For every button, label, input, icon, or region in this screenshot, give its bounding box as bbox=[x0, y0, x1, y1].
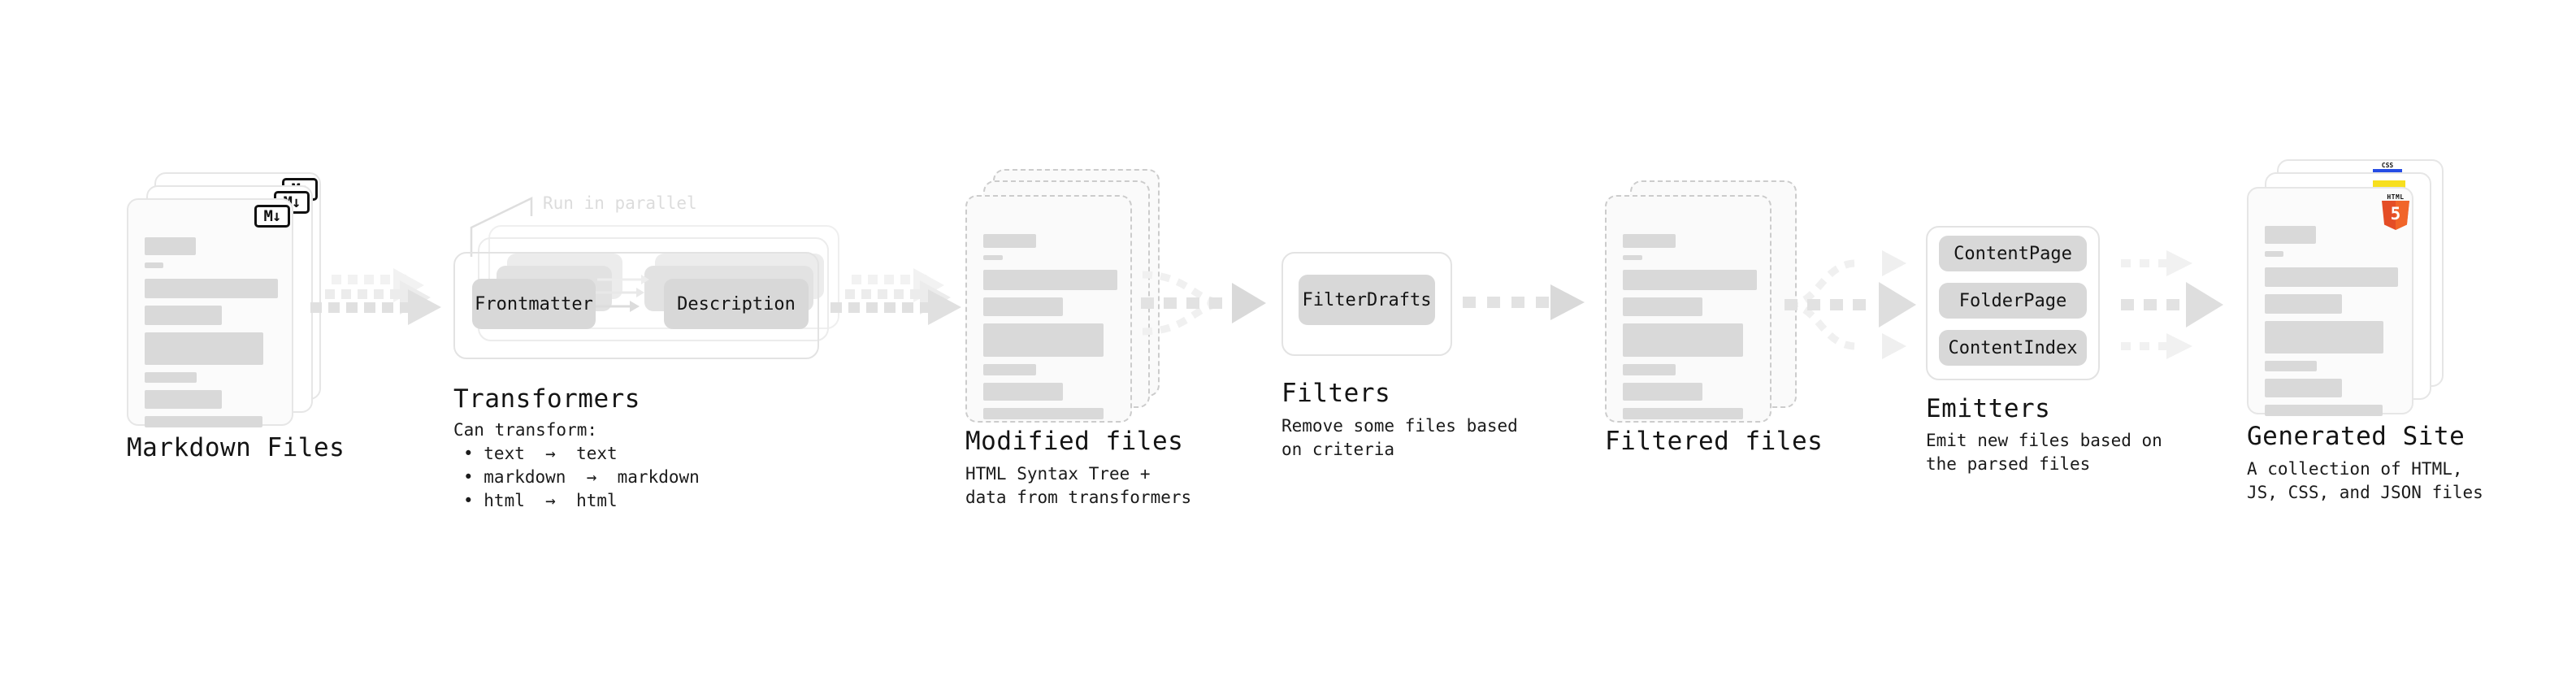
transformer-node-frontmatter[interactable]: Frontmatter bbox=[472, 279, 596, 329]
flow-arrow-modified-to-filters bbox=[1136, 265, 1290, 346]
emitter-node-contentpage-label: ContentPage bbox=[1954, 243, 2072, 264]
html5-icon-number: 5 bbox=[2390, 204, 2401, 223]
modified-skeleton bbox=[983, 234, 1117, 427]
transformers-bullet-1: • markdown → markdown bbox=[463, 467, 700, 487]
transformer-node-description-label: Description bbox=[677, 293, 796, 314]
modified-files-title: Modified files bbox=[965, 427, 1184, 456]
filter-node-filterdrafts[interactable]: FilterDrafts bbox=[1299, 275, 1435, 325]
css-icon-bar bbox=[2373, 169, 2402, 172]
emitter-node-contentindex[interactable]: ContentIndex bbox=[1939, 330, 2087, 366]
filtered-card-front bbox=[1605, 195, 1772, 423]
generated-site-skeleton bbox=[2265, 226, 2398, 423]
filtered-skeleton bbox=[1623, 234, 1757, 427]
markdown-card-front bbox=[127, 198, 293, 427]
filters-desc: Remove some files based on criteria bbox=[1281, 416, 1518, 459]
flow-arrow-emitters-to-site bbox=[2121, 236, 2267, 374]
emitters-title: Emitters bbox=[1926, 394, 2051, 423]
generated-site-title: Generated Site bbox=[2247, 422, 2465, 451]
emitter-node-folderpage-label: FolderPage bbox=[1958, 290, 2067, 311]
transformers-bullet-2: • html → html bbox=[463, 491, 618, 510]
transformer-node-description[interactable]: Description bbox=[664, 279, 809, 329]
css-icon: CSS bbox=[2371, 163, 2404, 174]
transformer-group-front bbox=[453, 252, 819, 359]
markdown-icon: M↓ bbox=[254, 205, 290, 228]
flow-arrow-markdown-to-transformers bbox=[309, 268, 455, 341]
flow-arrow-transformers-to-modified bbox=[829, 268, 975, 341]
run-in-parallel-leader bbox=[470, 192, 567, 257]
generated-site-desc: A collection of HTML, JS, CSS, and JSON … bbox=[2247, 459, 2483, 502]
modified-files-desc: HTML Syntax Tree + data from transformer… bbox=[965, 464, 1192, 507]
filtered-files-title: Filtered files bbox=[1605, 427, 1824, 456]
emitter-node-contentpage[interactable]: ContentPage bbox=[1939, 236, 2087, 271]
html5-icon-word: HTML bbox=[2387, 193, 2405, 201]
flow-arrow-filters-to-filtered bbox=[1463, 276, 1609, 333]
filter-node-filterdrafts-label: FilterDrafts bbox=[1302, 289, 1432, 310]
transformers-desc: Can transform: bbox=[453, 420, 598, 440]
transformer-group-back bbox=[488, 225, 839, 329]
emitters-desc: Emit new files based on the parsed files bbox=[1926, 431, 2162, 474]
flow-arrow-filtered-to-emitters bbox=[1776, 236, 1927, 374]
css-icon-label: CSS bbox=[2381, 162, 2394, 169]
html5-icon: HTML 5 bbox=[2379, 193, 2412, 231]
filters-title: Filters bbox=[1281, 379, 1391, 408]
markdown-files-title: Markdown Files bbox=[127, 433, 345, 462]
emitter-node-contentindex-label: ContentIndex bbox=[1948, 337, 2078, 358]
transformers-title: Transformers bbox=[453, 384, 640, 414]
transformers-bullet-0: • text → text bbox=[463, 444, 618, 463]
markdown-skeleton bbox=[145, 237, 278, 435]
transformer-node-frontmatter-label: Frontmatter bbox=[475, 293, 593, 314]
modified-card-front bbox=[965, 195, 1132, 423]
run-in-parallel-label: Run in parallel bbox=[543, 193, 697, 213]
html5-icon-shield: 5 bbox=[2382, 201, 2409, 230]
emitter-node-folderpage[interactable]: FolderPage bbox=[1939, 283, 2087, 319]
